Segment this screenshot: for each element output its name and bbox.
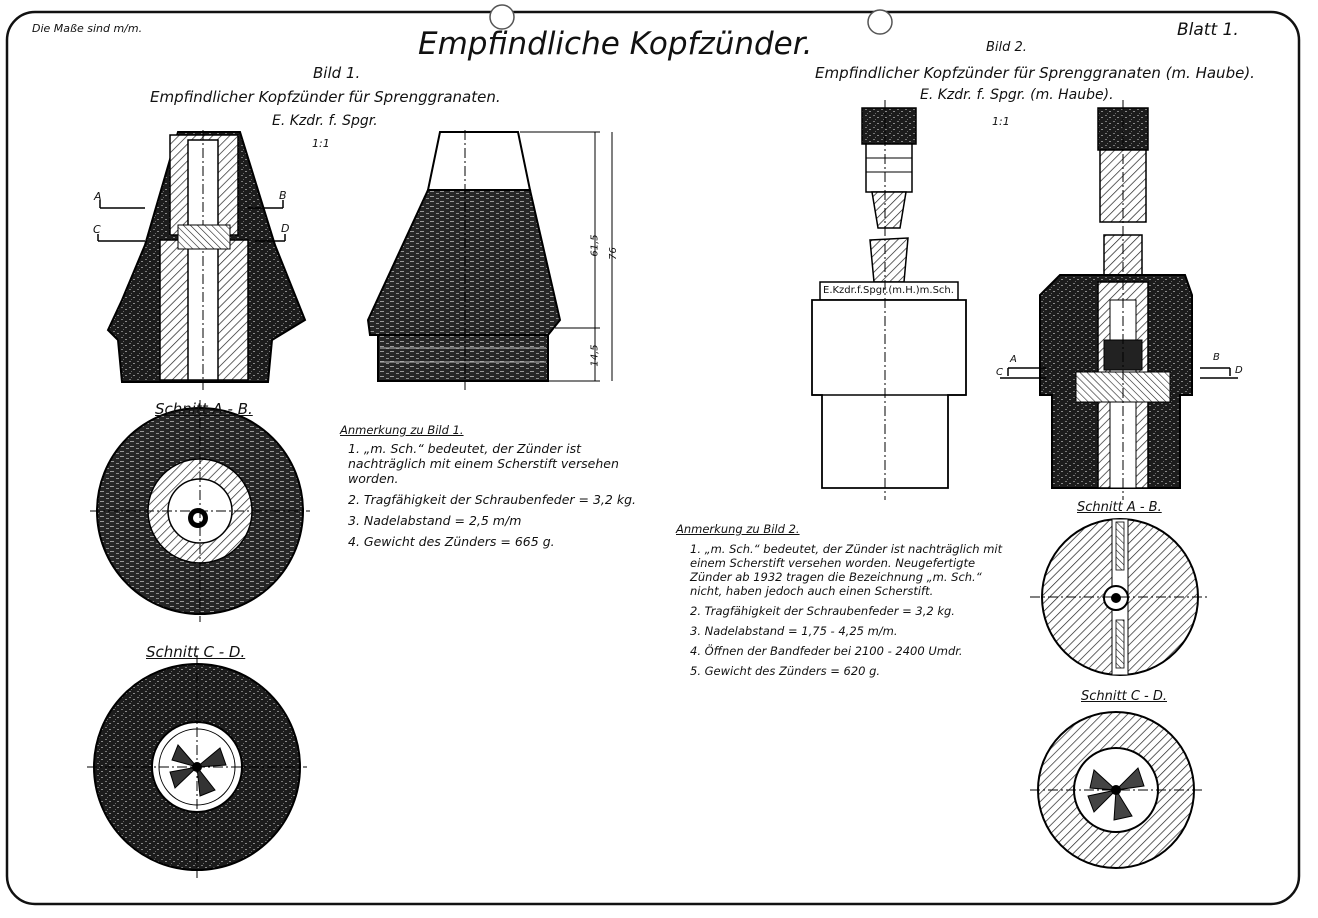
bild2-label: Bild 2.: [986, 40, 1027, 55]
bild2-marker-d: D: [1235, 365, 1243, 376]
bild2-section-cd-disc: [1030, 711, 1202, 869]
dimension-61-5: 61,5: [589, 234, 601, 257]
bild2-note: 2. Tragfähigkeit der Schraubenfeder = 3,…: [690, 604, 955, 618]
bild2-marker-c: C: [996, 367, 1003, 378]
bild1-section-cd-disc: [87, 655, 307, 878]
binder-hole-right: [867, 9, 893, 35]
bild1-section-cd-label: Schnitt C - D.: [146, 643, 246, 661]
bild2-marker-a: A: [1010, 354, 1017, 365]
bild1-title: Empfindlicher Kopfzünder für Sprenggrana…: [150, 88, 501, 106]
bild1-section-ab-label: Schnitt A - B.: [155, 400, 253, 418]
bild1-notes-list: 1. „m. Sch.“ bedeutet, der Zünder ist na…: [348, 441, 648, 555]
dimension-14-5: 14,5: [589, 344, 601, 367]
bild1-marker-a: A: [94, 190, 102, 203]
bild2-scale: 1:1: [992, 115, 1010, 128]
bild2-section-cd-label: Schnitt C - D.: [1081, 689, 1167, 704]
bild2-marker-b: B: [1213, 352, 1220, 363]
bild1-note: 3. Nadelabstand = 2,5 m/m: [348, 513, 522, 528]
bild1-exterior-view: [366, 130, 613, 390]
bild1-notes-title: Anmerkung zu Bild 1.: [340, 423, 464, 437]
bild1-marker-c: C: [93, 223, 101, 236]
dimension-76: 76: [607, 247, 619, 260]
bild2-section-ab-disc: [1030, 518, 1210, 676]
bild2-section-view: [1000, 100, 1238, 500]
bild2-notes-list: 1. „m. Sch.“ bedeutet, der Zünder ist na…: [690, 542, 1010, 684]
bild1-note: 1. „m. Sch.“ bedeutet, der Zünder ist na…: [348, 441, 619, 486]
sheet-label: Blatt 1.: [1177, 20, 1239, 40]
binder-hole-left: [489, 4, 515, 30]
bild2-note: 3. Nadelabstand = 1,75 - 4,25 m/m.: [690, 624, 898, 638]
bild1-label: Bild 1.: [313, 64, 361, 82]
bild2-notes-title: Anmerkung zu Bild 2.: [676, 522, 800, 536]
bild2-section-ab-label: Schnitt A - B.: [1077, 500, 1162, 515]
bild2-note: 5. Gewicht des Zünders = 620 g.: [690, 664, 881, 678]
bild1-section-ab-disc: [90, 400, 310, 622]
main-title: Empfindliche Kopfzünder.: [418, 26, 813, 62]
units-note: Die Maße sind m/m.: [32, 22, 143, 35]
bild2-note: 4. Öffnen der Bandfeder bei 2100 - 2400 …: [690, 644, 963, 658]
bild2-cap-label: E.Kzdr.f.Spgr.(m.H.)m.Sch.: [823, 285, 954, 296]
bild2-abbrev: E. Kzdr. f. Spgr. (m. Haube).: [920, 87, 1114, 103]
bild1-abbrev: E. Kzdr. f. Spgr.: [272, 113, 378, 129]
bild1-section-view: [97, 130, 307, 390]
bild2-exterior-view: [811, 100, 967, 500]
bild1-note: 2. Tragfähigkeit der Schraubenfeder = 3,…: [348, 492, 636, 507]
bild1-scale: 1:1: [312, 137, 330, 150]
sheet-border: [5, 10, 1301, 906]
bild1-note: 4. Gewicht des Zünders = 665 g.: [348, 534, 555, 549]
bild2-title: Empfindlicher Kopfzünder für Sprenggrana…: [815, 64, 1255, 82]
bild1-marker-d: D: [281, 222, 290, 235]
bild2-note: 1. „m. Sch.“ bedeutet, der Zünder ist na…: [690, 542, 1003, 598]
bild1-marker-b: B: [279, 189, 287, 202]
